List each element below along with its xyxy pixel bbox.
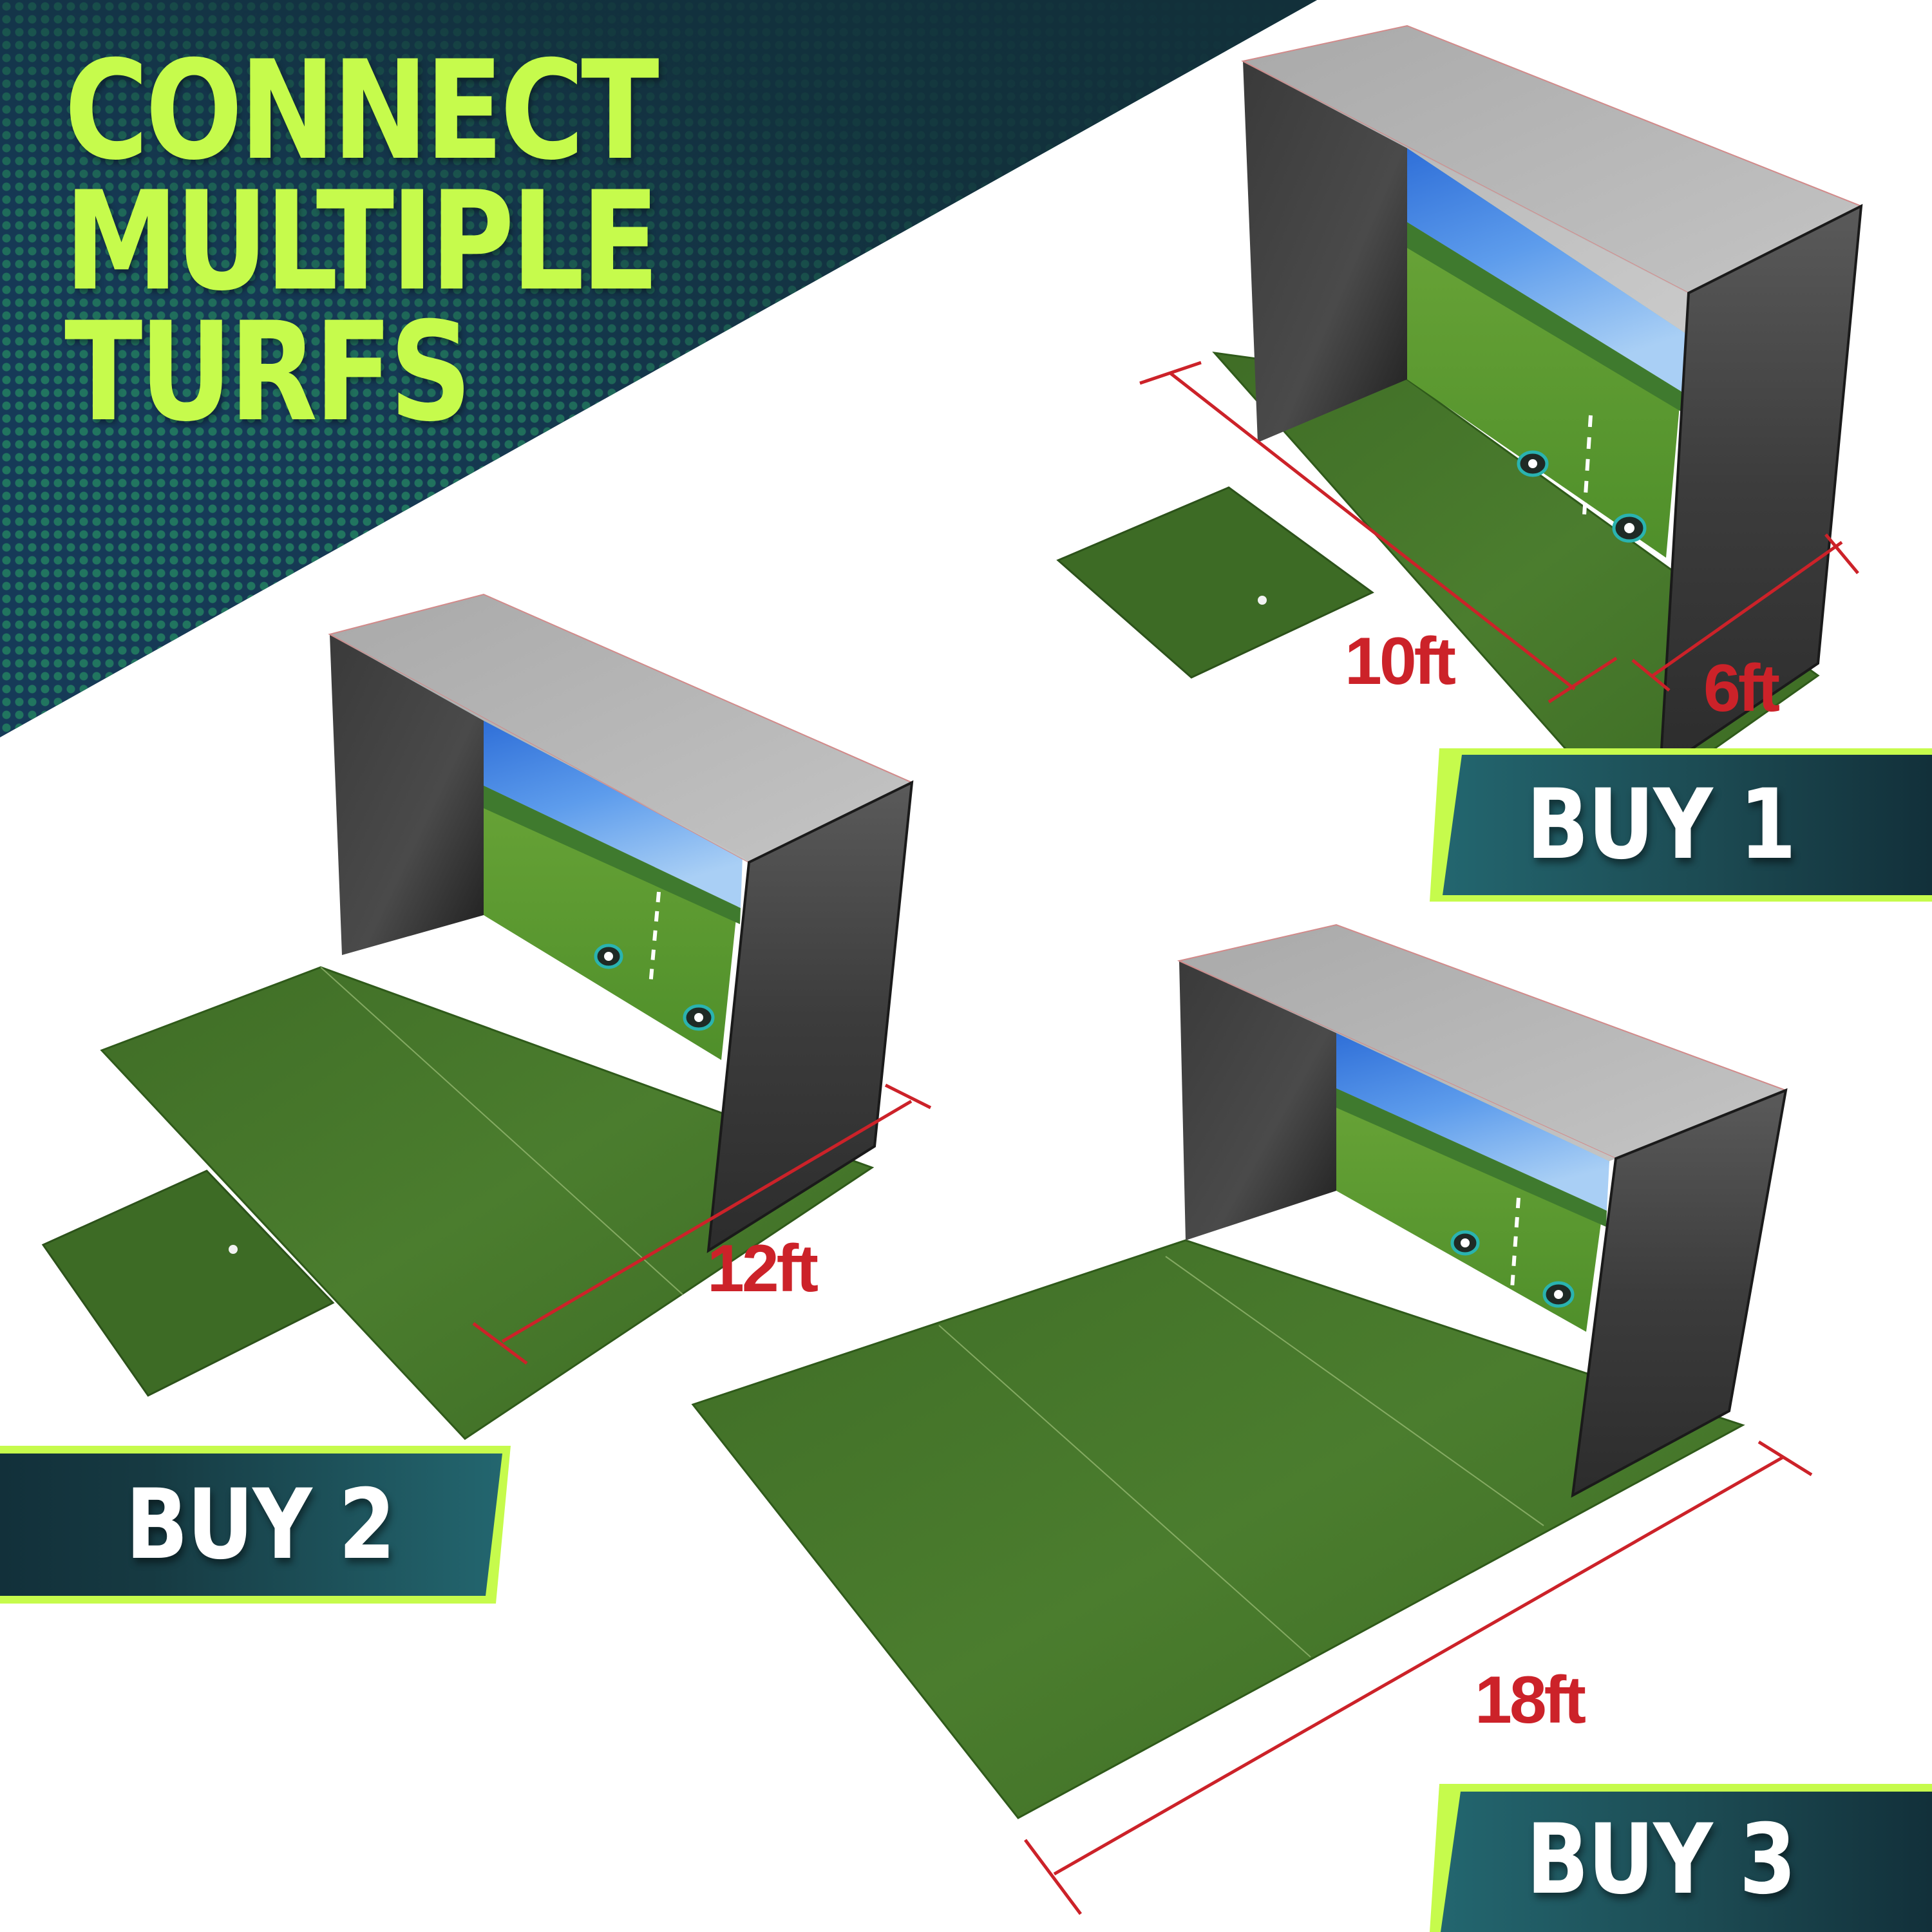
hitting-mat <box>1056 486 1374 679</box>
banner-buy-1-label: BUY 1 <box>1526 769 1796 881</box>
enclosure-left-wall <box>1179 961 1336 1240</box>
enclosure-left-wall <box>330 634 484 955</box>
banner-buy-3 <box>1430 1784 1932 1932</box>
enclosure-right-wall <box>706 780 914 1253</box>
headline-line-2: MULTIPLE <box>64 162 659 321</box>
banner-buy-1-text-wrap: BUY 1 <box>1526 748 1932 902</box>
simulator-screen <box>484 721 743 1060</box>
dimension-line-10ft <box>1139 361 1618 704</box>
banner-buy-3-text-wrap: BUY 3 <box>1526 1787 1932 1932</box>
dimension-line-18ft <box>1023 1440 1813 1915</box>
setup-1-illustration <box>1056 24 1863 815</box>
turf-seam <box>320 967 683 1295</box>
headline: CONNECT MULTIPLE TURFS <box>64 31 659 451</box>
turf-seam <box>938 1325 1311 1658</box>
dimension-label-12ft: 12ft <box>707 1231 819 1306</box>
banner-buy-2-label: BUY 2 <box>126 1468 395 1581</box>
hitting-mat <box>41 1170 335 1397</box>
golf-ball <box>229 1245 238 1254</box>
turf-panels <box>691 1239 1745 1819</box>
enclosure-right-wall <box>1658 204 1863 773</box>
turf-seam <box>1165 1256 1544 1526</box>
banner-buy-3-label: BUY 3 <box>1526 1803 1796 1916</box>
banner-buy-1 <box>1430 748 1932 902</box>
simulator-screen <box>1407 148 1686 558</box>
setup-2-illustration <box>41 593 932 1440</box>
dimension-line-6ft <box>1631 533 1859 692</box>
banner-buy-2 <box>0 1446 511 1604</box>
dimension-label-6ft: 6ft <box>1703 651 1780 726</box>
dimension-line-12ft <box>472 1083 932 1365</box>
dimension-label-10ft: 10ft <box>1345 624 1456 699</box>
setup-3-illustration <box>691 923 1813 1915</box>
banner-buy-2-text-wrap: BUY 2 <box>126 1446 486 1604</box>
golf-ball <box>1258 596 1267 605</box>
dimension-label-18ft: 18ft <box>1475 1663 1586 1738</box>
simulator-screen <box>1336 1033 1609 1332</box>
enclosure-left-wall <box>1243 61 1407 442</box>
turf-panels <box>100 966 875 1440</box>
headline-line-1: CONNECT <box>64 31 659 190</box>
enclosure-right-wall <box>1571 1088 1788 1498</box>
headline-line-3: TURFS <box>64 292 472 451</box>
